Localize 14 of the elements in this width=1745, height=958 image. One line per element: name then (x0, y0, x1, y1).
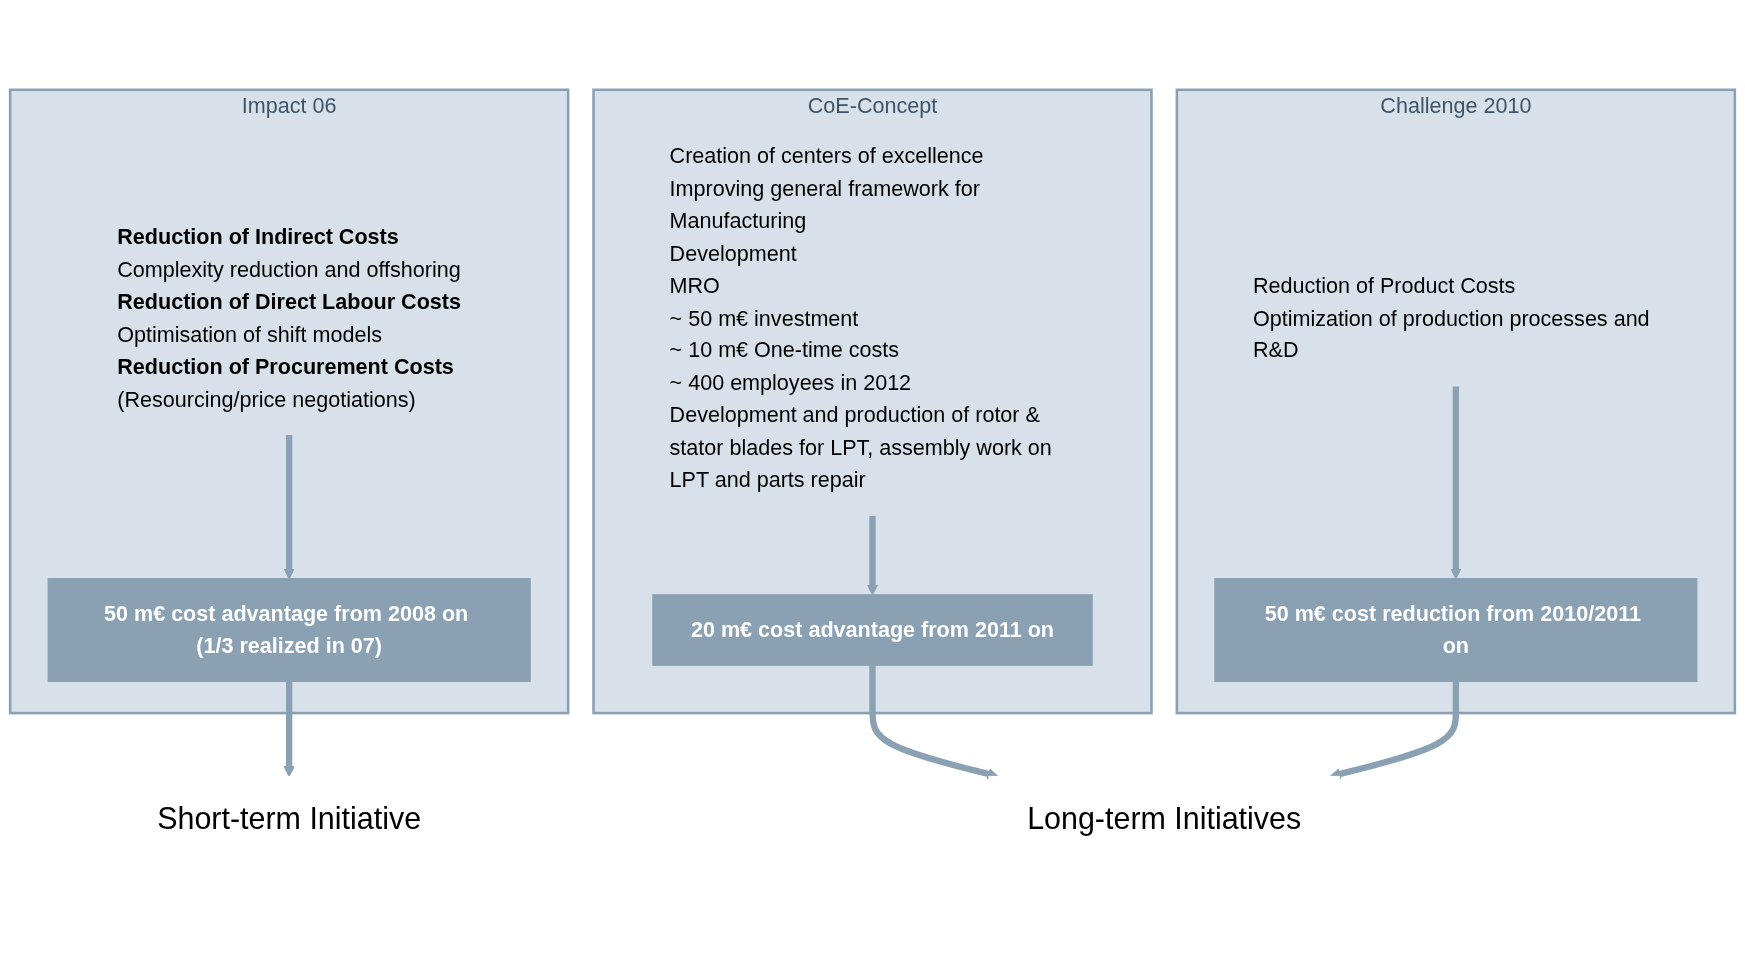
node-text: Long-term Initiatives (1027, 800, 1302, 835)
node-text: Short-term Initiative (157, 800, 422, 835)
node-box: 50 m€ cost reduction from 2010/2011 on (1214, 578, 1698, 683)
arrow (283, 681, 295, 777)
arrow (866, 515, 879, 596)
arrow (283, 434, 295, 580)
arrow (1329, 681, 1460, 780)
node-text: Reduction of Indirect Costs Complexity reduction and offshoring Reduction of Direct Labour Costs Optimisation of shift models Reduction of Procurement Costs (Resourcing/price negotiations) (117, 225, 462, 411)
node-text: Reduction of Product Costs Optimization of production processes and R&D (1252, 273, 1650, 363)
node-box: 20 m€ cost advantage from 2011 on (652, 594, 1093, 666)
node-box: 50 m€ cost advantage from 2008 on (1/3 realized in 07) (47, 578, 531, 683)
arrow (1450, 385, 1462, 580)
arrow (869, 665, 999, 780)
node-text: Creation of centers of excellence Improving general framework for Manufacturing Development MRO ~ 50 m€ investment ~ 10 m€ One-time costs ~ 400 employees in 2012 Development and production of rotor & stator blades for LPT, assembly work on LPT and parts repair (669, 144, 1052, 492)
